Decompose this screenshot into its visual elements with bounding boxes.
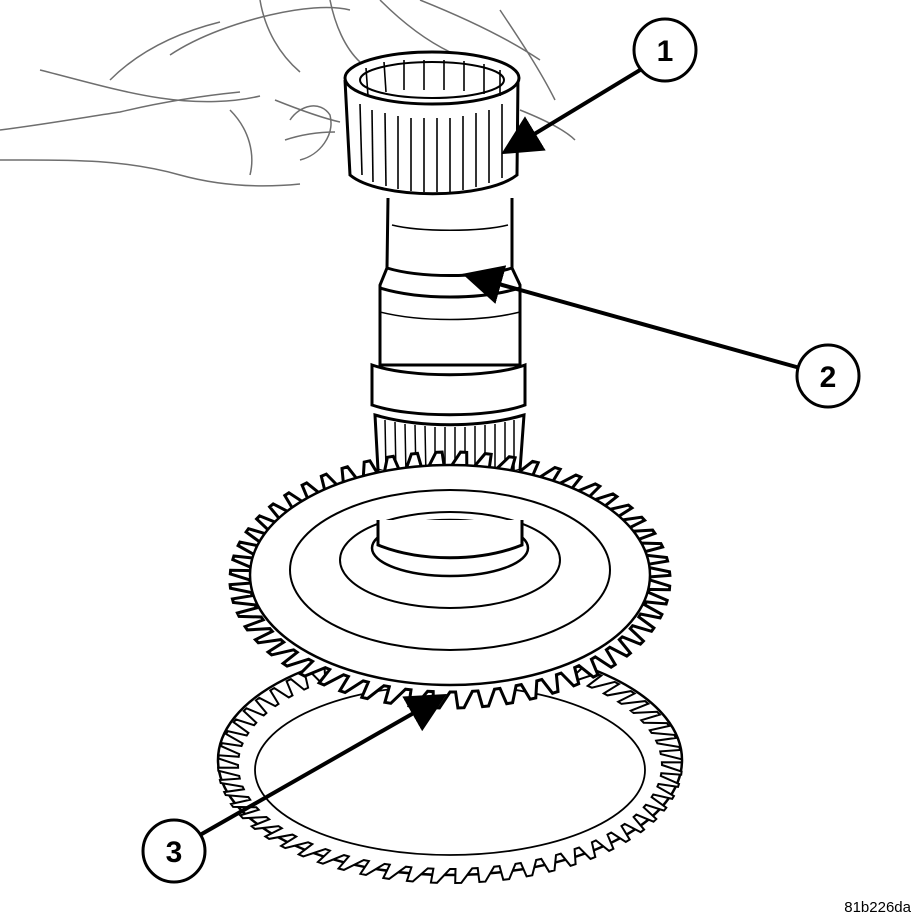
cluster-gear (228, 450, 672, 710)
figure-id-label: 81b226da (844, 899, 911, 916)
callout-1-number: 1 (657, 35, 674, 68)
callout-2-circle (795, 343, 861, 409)
callout-2-leader (462, 265, 801, 370)
callout-3-number: 3 (166, 836, 183, 869)
callout-3: 3 (141, 694, 447, 884)
hand-outline (0, 0, 576, 187)
callout-2-number: 2 (820, 361, 837, 394)
callout-3-leader (199, 694, 447, 837)
output-shaft (370, 197, 527, 417)
bearing-needles (359, 60, 503, 192)
callout-1-leader (501, 68, 642, 155)
callout-1-circle (632, 17, 698, 83)
callout-3-circle (141, 818, 207, 884)
needle-bearing (343, 50, 521, 196)
callout-2: 2 (462, 265, 861, 409)
callout-1: 1 (501, 17, 698, 155)
lower-gear (216, 643, 684, 885)
